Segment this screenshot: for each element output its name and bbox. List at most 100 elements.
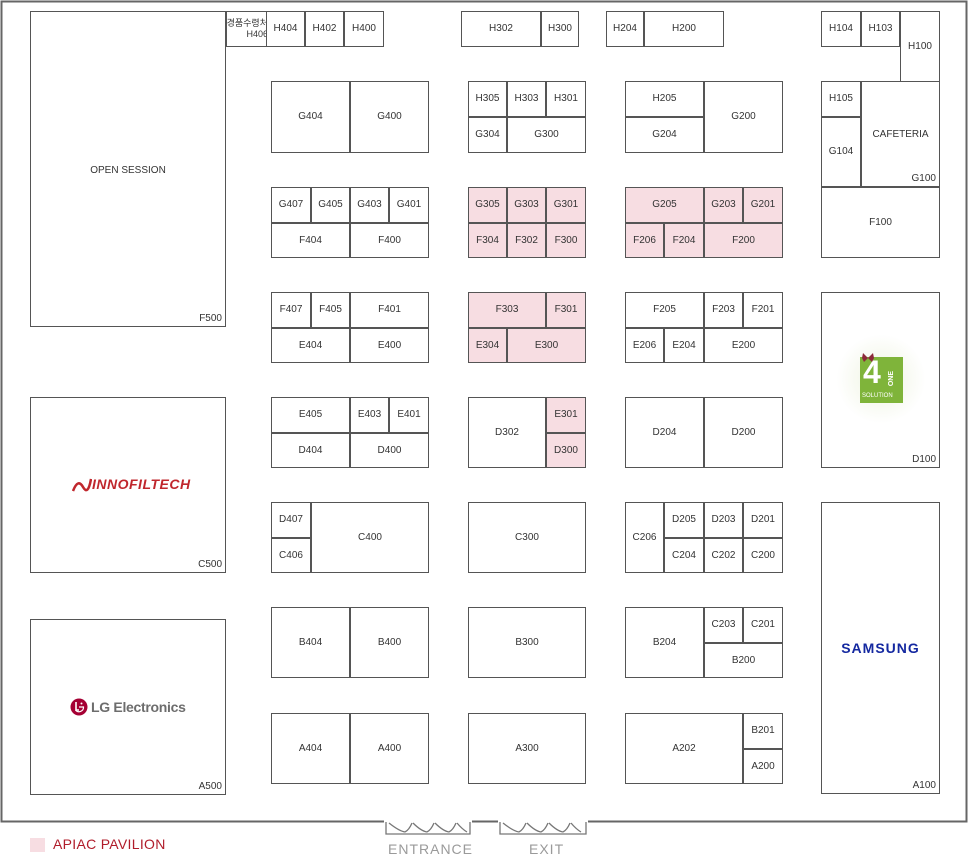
booth-label-f203: F203: [712, 304, 735, 315]
booth-label-c200: C200: [751, 549, 775, 561]
booth-label-f204: F204: [672, 234, 696, 246]
booth-label-f205: F205: [653, 304, 676, 315]
booth-label-d100: D100: [912, 454, 936, 465]
booth-label-e404: E404: [298, 339, 323, 351]
booth-label-g201: G201: [750, 199, 776, 210]
booth-b204: [625, 607, 704, 678]
innofiltech-mark-icon: [72, 478, 92, 492]
booth-c203: [704, 607, 743, 643]
booth-label-d204: D204: [652, 426, 677, 438]
booth-d407: [271, 502, 311, 538]
pavilion-legend-label: APIAC PAVILION: [53, 836, 166, 852]
booth-g200: [704, 81, 783, 153]
booth-label-h100: H100: [908, 40, 932, 52]
booth-g203: [704, 187, 743, 223]
booth-g300: [507, 117, 586, 153]
booth-c206: [625, 502, 664, 573]
booth-label-h103: H103: [868, 23, 893, 34]
booth-label-h400: H400: [352, 23, 376, 34]
booth-d302: [468, 397, 546, 468]
booth-label-d203: D203: [711, 514, 736, 525]
booth-label-g301: G301: [553, 199, 579, 210]
booth-label-f200: F200: [732, 234, 755, 246]
booth-g404: [271, 81, 350, 153]
booth-label-b404: B404: [298, 636, 323, 648]
booth-c200: [743, 538, 783, 573]
booth-c202: [704, 538, 743, 573]
booth-label-d404: D404: [298, 444, 323, 456]
booth-f400: [350, 223, 429, 258]
booth-f401: [350, 292, 429, 328]
booth-label-g403: G403: [357, 199, 382, 210]
booth-g201: [743, 187, 783, 223]
booth-h303: [507, 81, 546, 117]
booth-label-a404: A404: [298, 742, 323, 754]
booth-a500: [30, 619, 226, 795]
booth-label-g204: G204: [652, 129, 677, 140]
booth-h301: [546, 81, 586, 117]
booth-label-e206: E206: [632, 339, 657, 351]
booth-label-e304: E304: [475, 339, 500, 351]
booth-label-h105: H105: [829, 93, 853, 104]
fourone-sub: SOLUTION: [862, 393, 893, 399]
booth-b201: [743, 713, 783, 749]
booth-d201: [743, 502, 783, 538]
booth-g405: [311, 187, 350, 223]
butterfly-icon: [862, 353, 874, 362]
booth-f303: [468, 292, 546, 328]
booth-g204: [625, 117, 704, 153]
booth-label-d407: D407: [279, 514, 303, 525]
booth-f204: [664, 223, 704, 258]
booth-label-e405: E405: [298, 409, 323, 420]
booth-label-d205: D205: [672, 514, 696, 525]
booth-label-f201: F201: [751, 304, 775, 315]
booth-b300: [468, 607, 586, 678]
booth-f206: [625, 223, 664, 258]
booth-label-h301: H301: [554, 93, 578, 104]
booth-label-a202: A202: [672, 742, 696, 754]
booth-d204: [625, 397, 704, 468]
booth-d400: [350, 433, 429, 468]
booth-f201: [743, 292, 783, 328]
innofiltech-text: INNOFILTECH: [92, 476, 191, 492]
booth-h302: [461, 11, 541, 47]
booth-label-open-session: OPEN SESSION: [90, 165, 166, 176]
booth-a200: [743, 749, 783, 784]
booth-label-g401: G401: [396, 199, 422, 210]
booth-label-f303: F303: [495, 304, 519, 315]
booth-h305: [468, 81, 507, 117]
booth-h402: [305, 11, 344, 47]
fourone-number: 4: [863, 354, 881, 390]
booth-label-c202: C202: [711, 549, 736, 561]
booth-cafeteria: [861, 81, 940, 187]
booth-label-a500: A500: [198, 781, 222, 792]
booth-label-h200: H200: [672, 23, 696, 34]
booth-label-d400: D400: [377, 444, 402, 456]
booth-label-c203: C203: [711, 619, 736, 630]
booth-h400: [344, 11, 384, 47]
booth-g305: [468, 187, 507, 223]
booth-a100: [821, 502, 940, 794]
booth-label-f400: F400: [378, 234, 401, 246]
booth-label-f100: F100: [869, 216, 892, 228]
booth-label-h406: 경품수령처 H406: [226, 18, 268, 39]
booth-g104: [821, 117, 861, 187]
booth-d203: [704, 502, 743, 538]
booth-d404: [271, 433, 350, 468]
booth-g400: [350, 81, 429, 153]
lg-text: LG Electronics: [91, 699, 186, 715]
booth-h200: [644, 11, 724, 47]
booth-label-f401: F401: [378, 304, 401, 315]
booth-c204: [664, 538, 704, 573]
booth-c406: [271, 538, 311, 573]
booth-label-h104: H104: [829, 23, 853, 34]
booth-g303: [507, 187, 546, 223]
booth-c300: [468, 502, 586, 573]
booth-g205: [625, 187, 704, 223]
entrance-label: ENTRANCE: [388, 841, 474, 857]
booth-c201: [743, 607, 783, 643]
booth-label-a400: A400: [377, 742, 402, 754]
booth-d205: [664, 502, 704, 538]
booth-label-d302: D302: [495, 426, 519, 438]
